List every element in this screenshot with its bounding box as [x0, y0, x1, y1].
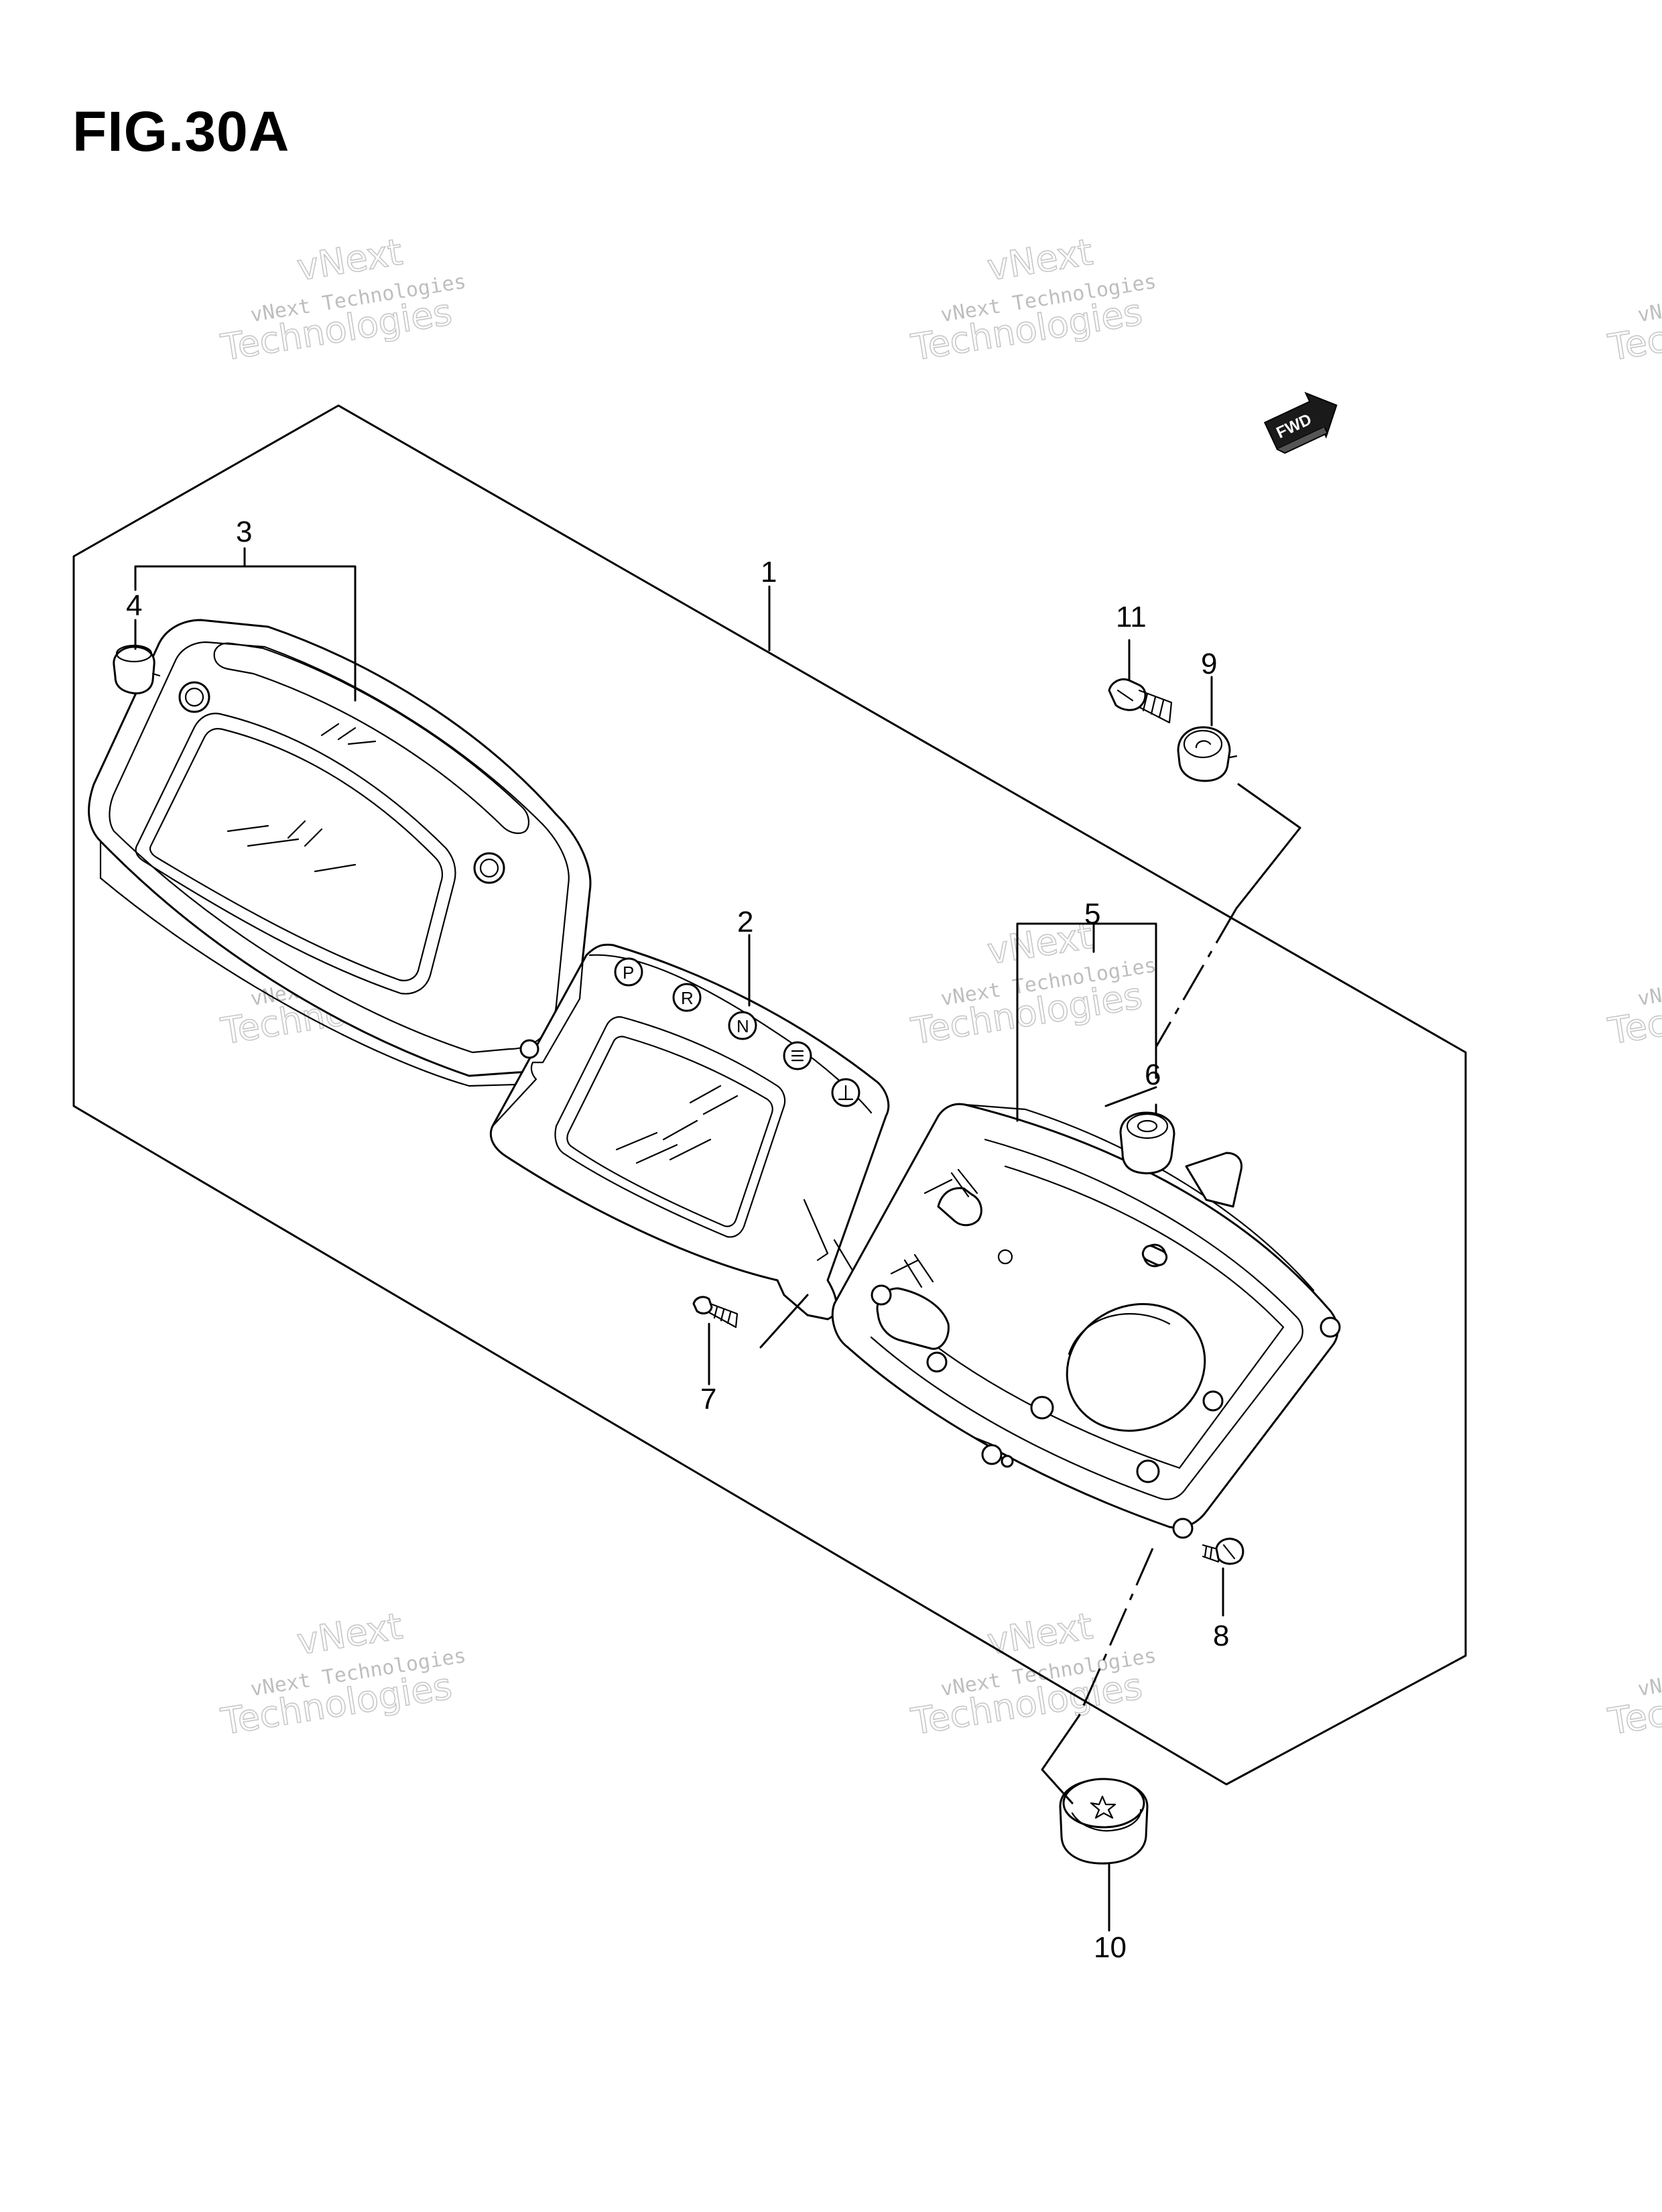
- callout-5: 5: [1084, 898, 1100, 930]
- rubber-mount-part-10: [1059, 1778, 1149, 1865]
- callout-1: 1: [761, 556, 777, 589]
- callout-8: 8: [1213, 1619, 1229, 1652]
- grommet-part-4: [113, 644, 161, 694]
- callout-7: 7: [700, 1383, 716, 1416]
- assembly-frame: [72, 404, 1467, 1786]
- callout-6: 6: [1145, 1058, 1161, 1091]
- screw-part-7: [692, 1296, 739, 1329]
- callout-9: 9: [1201, 648, 1217, 680]
- watermark-vnext: vNext: [984, 231, 1096, 289]
- lens-part-2: P R N: [489, 943, 890, 1320]
- callout-labels: 3 4 1 2 5 6 11 9 7 8 10: [126, 515, 1229, 1964]
- screw-part-8: [1202, 1538, 1244, 1565]
- gear-indicator-r: R: [681, 988, 694, 1008]
- fwd-arrow-badge: FWD: [1263, 391, 1338, 454]
- callout-4: 4: [126, 589, 142, 622]
- gear-indicator-n: N: [737, 1016, 749, 1036]
- leader-lines: [134, 547, 1301, 1932]
- figure-title: FIG.30A: [72, 100, 290, 163]
- callout-10: 10: [1094, 1931, 1127, 1964]
- callout-3: 3: [236, 515, 252, 548]
- callout-11: 11: [1116, 601, 1147, 633]
- watermark-vnext: vNext: [984, 1605, 1096, 1663]
- grommet-part-6: [1119, 1111, 1175, 1174]
- callout-2: 2: [737, 906, 753, 938]
- watermark-vnext: vNext: [294, 231, 405, 289]
- front-cover-part-3: [88, 619, 592, 1087]
- screw-part-11: [1108, 678, 1173, 724]
- watermark-vnext: vNext: [294, 1605, 405, 1663]
- collar-part-9: [1177, 726, 1238, 782]
- gear-indicator-p: P: [623, 963, 634, 983]
- meter-case-part-5: [831, 1103, 1341, 1539]
- gear-indicator-lamps: P R N: [614, 957, 860, 1107]
